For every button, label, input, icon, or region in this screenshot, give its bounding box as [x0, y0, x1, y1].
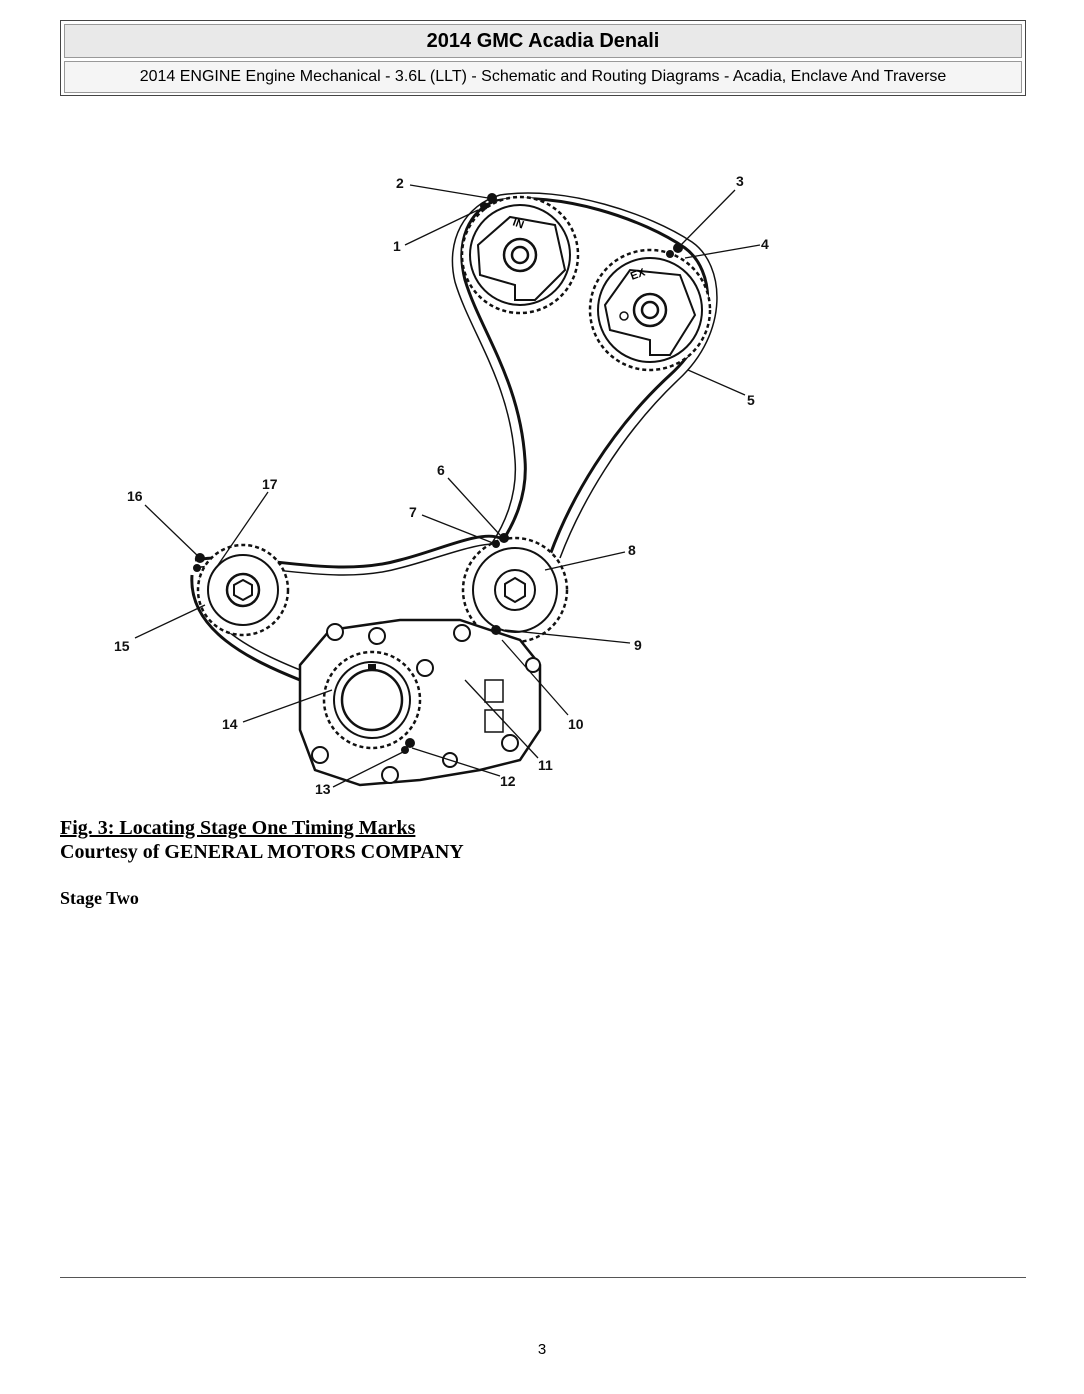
callout-12: 12	[500, 773, 516, 789]
section-heading: Stage Two	[60, 888, 139, 908]
callout-16: 16	[127, 488, 143, 504]
crankshaft-sprocket	[322, 650, 422, 750]
callout-11: 11	[538, 757, 553, 773]
callout-leaders	[134, 184, 761, 788]
callout-9: 9	[634, 637, 642, 653]
page-number: 3	[537, 1341, 547, 1358]
intake-cam-sprocket: IN	[460, 195, 580, 315]
figure-courtesy: Courtesy of GENERAL MOTORS COMPANY	[60, 841, 464, 863]
document-title: 2014 GMC Acadia Denali	[64, 24, 1022, 58]
idler-sprocket	[461, 536, 569, 644]
callout-3: 3	[736, 173, 744, 189]
exhaust-label: EX	[629, 266, 648, 283]
callout-8: 8	[628, 542, 636, 558]
figure-caption: Fig. 3: Locating Stage One Timing Marks …	[60, 816, 464, 864]
document-header: 2014 GMC Acadia Denali 2014 ENGINE Engin…	[60, 20, 1026, 96]
document-subtitle: 2014 ENGINE Engine Mechanical - 3.6L (LL…	[64, 61, 1022, 93]
callout-7: 7	[409, 504, 417, 520]
callout-17: 17	[262, 476, 278, 492]
callout-13: 13	[315, 781, 331, 797]
exhaust-cam-sprocket: EX	[588, 248, 712, 372]
footer-divider	[60, 1277, 1026, 1278]
callout-1: 1	[393, 238, 401, 254]
left-chain-sprocket	[196, 543, 290, 637]
figure-title: Fig. 3: Locating Stage One Timing Marks	[60, 817, 416, 839]
callout-10: 10	[568, 716, 584, 732]
callout-14: 14	[222, 716, 238, 732]
callout-2: 2	[396, 175, 404, 191]
callout-4: 4	[761, 236, 769, 252]
callout-15: 15	[114, 638, 130, 654]
callout-5: 5	[747, 392, 755, 408]
intake-label: IN	[511, 217, 525, 232]
callout-6: 6	[437, 462, 445, 478]
timing-chain-diagram: IN EX	[114, 173, 769, 797]
callout-numbers: 1 2 3 4 5 6 7 8 9 10 11 12 13 14 15 16 1…	[114, 173, 769, 797]
